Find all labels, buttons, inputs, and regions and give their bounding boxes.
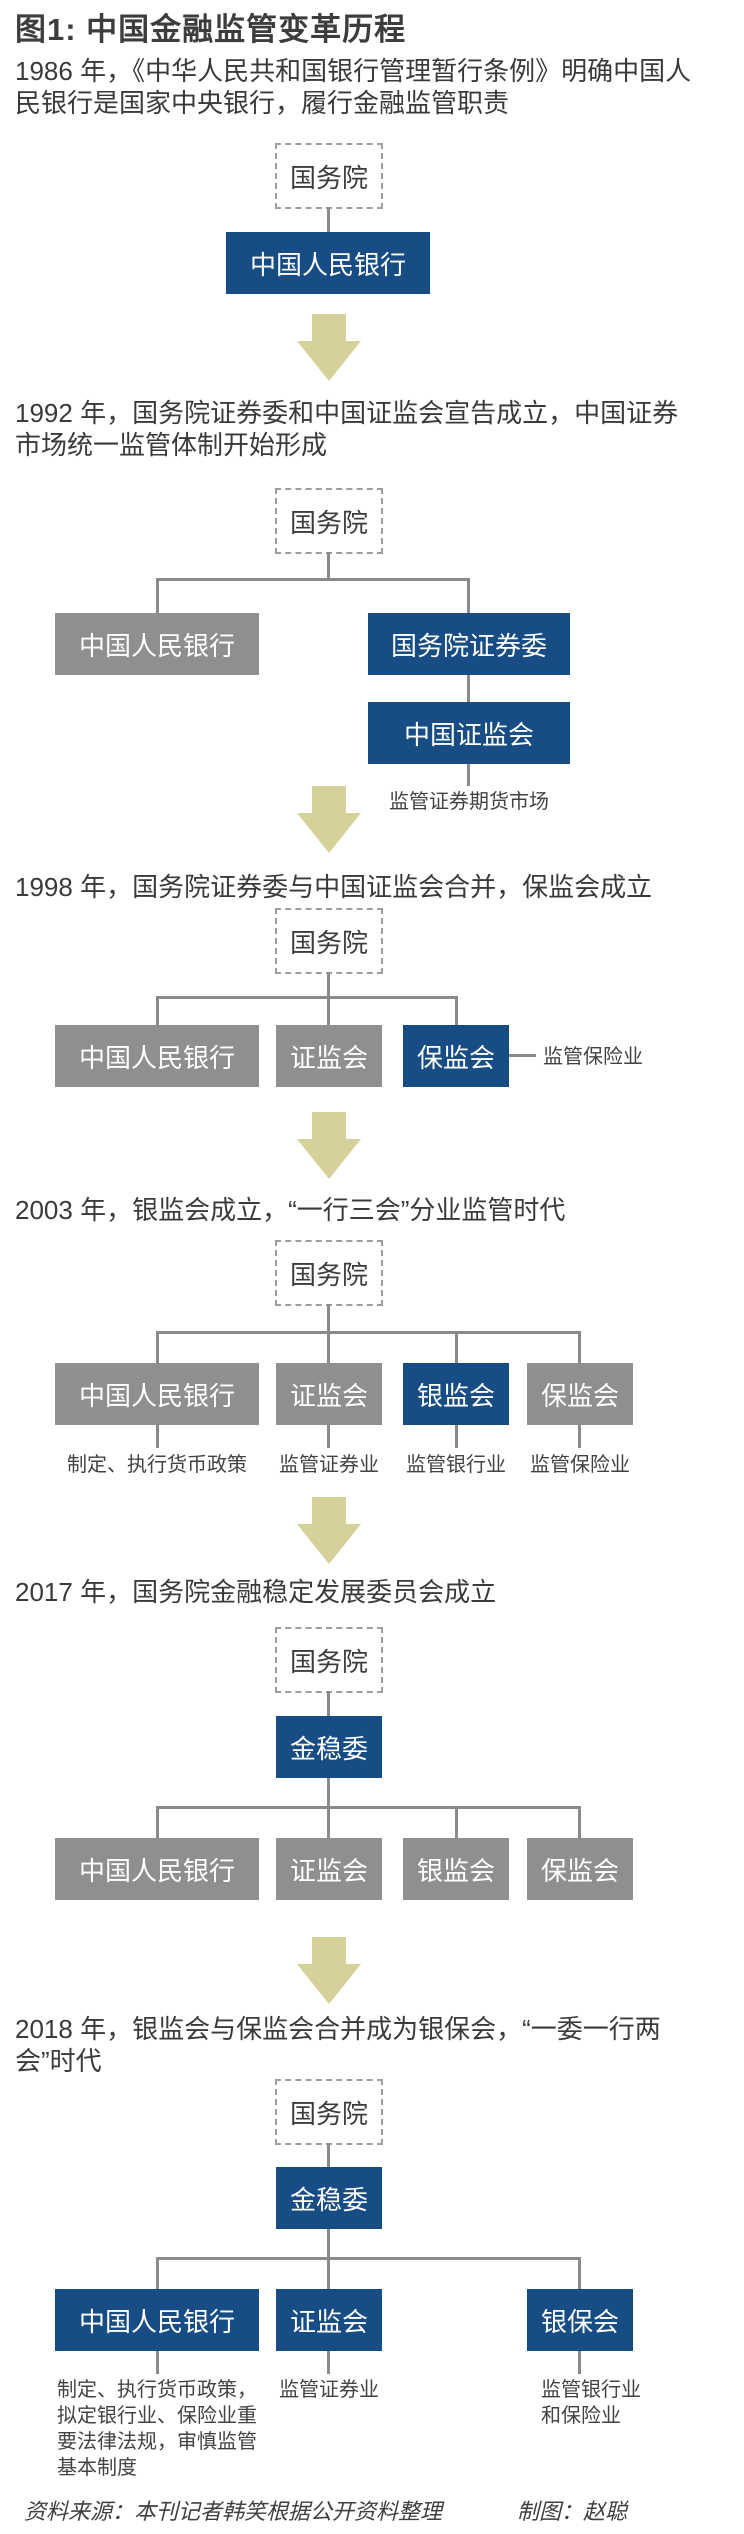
section-2003-paragraph: 2003 年，银监会成立，“一行三会”分业监管时代 [15,1195,566,1225]
connector-line [156,996,159,1025]
connector-line [156,1806,159,1838]
cbirc-caption-2018: 监管银行业 和保险业 [541,2377,641,2429]
connector-line [156,578,159,613]
connector-line [156,1331,159,1363]
footer-credit: 制图：赵聪 [517,2499,628,2524]
csrc-caption-1992: 监管证券期货市场 [389,791,549,813]
connector-line [467,764,470,786]
connector-line [327,1806,330,1838]
connector-line [509,1054,536,1057]
state-council-box-2018: 国务院 [275,2079,383,2145]
csrc-caption-2003: 监管证券业 [279,1454,379,1476]
cbirc-box-2018: 银保会 [527,2289,633,2351]
section-1998-paragraph: 1998 年，国务院证券委与中国证监会合并，保监会成立 [15,872,653,902]
connector-line [327,2351,330,2374]
connector-line [327,1691,330,1716]
down-arrow-icon [297,786,361,853]
connector-line [327,996,330,1025]
cbrc-box-2003: 银监会 [403,1363,509,1425]
csrc-box-2003: 证监会 [276,1363,382,1425]
connector-line [156,996,457,999]
connector-line [327,552,330,578]
connector-line [455,996,458,1025]
connector-line [327,2143,330,2167]
cbrc-caption-2003: 监管银行业 [406,1454,506,1476]
connector-line [327,2229,330,2257]
connector-line [327,2257,330,2289]
connector-line [578,1806,581,1838]
connector-line [156,1425,159,1448]
csrc-caption-2018: 监管证券业 [279,2379,379,2401]
connector-line [455,1331,458,1363]
connector-line [327,207,330,232]
connector-line [578,2257,581,2289]
connector-line [467,578,470,613]
connector-line [327,1778,330,1806]
csrc-box-1992: 中国证监会 [368,702,570,764]
connector-line [578,1425,581,1448]
caption-line: 制定、执行货币政策， [57,2379,257,2401]
connector-line [327,1304,330,1331]
page-title: 图1: 中国金融监管变革历程 [15,12,407,47]
connector-line [578,1331,581,1363]
caption-line: 拟定银行业、保险业重 [57,2405,257,2427]
pboc-caption-2018: 制定、执行货币政策， 拟定银行业、保险业重 要法律法规，审慎监管 基本制度 [57,2377,257,2481]
caption-line: 要法律法规，审慎监管 [57,2431,257,2453]
caption-line: 和保险业 [541,2405,621,2427]
circ-box-1998: 保监会 [403,1025,509,1087]
pboc-box-1986: 中国人民银行 [226,232,430,294]
pboc-caption-2003: 制定、执行货币政策 [67,1454,247,1476]
pboc-box-2003: 中国人民银行 [55,1363,259,1425]
connector-line [156,2351,159,2374]
cbrc-box-2017: 银监会 [403,1838,509,1900]
connector-line [156,1331,580,1334]
down-arrow-icon [297,1497,361,1564]
connector-line [156,1806,580,1809]
section-1986-paragraph: 1986 年，《中华人民共和国银行管理暂行条例》明确中国人民银行是国家中央银行，… [15,56,692,118]
connector-line [327,972,330,996]
connector-line [156,578,470,581]
pboc-box-1992: 中国人民银行 [55,613,259,675]
connector-line [455,1806,458,1838]
section-1992-paragraph: 1992 年，国务院证券委和中国证监会宣告成立，中国证券市场统一监管体制开始形成 [15,398,679,460]
state-council-box-1992: 国务院 [275,488,383,554]
section-2017-paragraph: 2017 年，国务院金融稳定发展委员会成立 [15,1577,497,1607]
state-council-box-2017: 国务院 [275,1627,383,1693]
state-council-box-2003: 国务院 [275,1240,383,1306]
down-arrow-icon [297,1112,361,1179]
csrc-box-1998: 证监会 [276,1025,382,1087]
circ-caption-2003: 监管保险业 [530,1454,630,1476]
pboc-box-2017: 中国人民银行 [55,1838,259,1900]
pboc-box-2018: 中国人民银行 [55,2289,259,2351]
down-arrow-icon [297,314,361,381]
connector-line [467,675,470,702]
footer-source: 资料来源：本刊记者韩笑根据公开资料整理 [24,2499,443,2524]
caption-line: 监管银行业 [541,2379,641,2401]
circ-side-label-1998: 监管保险业 [543,1046,643,1068]
pboc-box-1998: 中国人民银行 [55,1025,259,1087]
connector-line [578,2351,581,2374]
fsdc-box-2018: 金稳委 [276,2167,382,2229]
down-arrow-icon [297,1937,361,2004]
state-council-box-1986: 国务院 [275,143,383,209]
sec-committee-box-1992: 国务院证券委 [368,613,570,675]
circ-box-2017: 保监会 [527,1838,633,1900]
circ-box-2003: 保监会 [527,1363,633,1425]
caption-line: 基本制度 [57,2457,137,2479]
csrc-box-2017: 证监会 [276,1838,382,1900]
connector-line [156,2257,159,2289]
connector-line [156,2257,580,2260]
csrc-box-2018: 证监会 [276,2289,382,2351]
fsdc-box-2017: 金稳委 [276,1716,382,1778]
connector-line [327,1331,330,1363]
connector-line [455,1425,458,1448]
section-2018-paragraph: 2018 年，银监会与保监会合并成为银保会，“一委一行两会”时代 [15,2014,661,2076]
state-council-box-1998: 国务院 [275,908,383,974]
connector-line [327,1425,330,1448]
